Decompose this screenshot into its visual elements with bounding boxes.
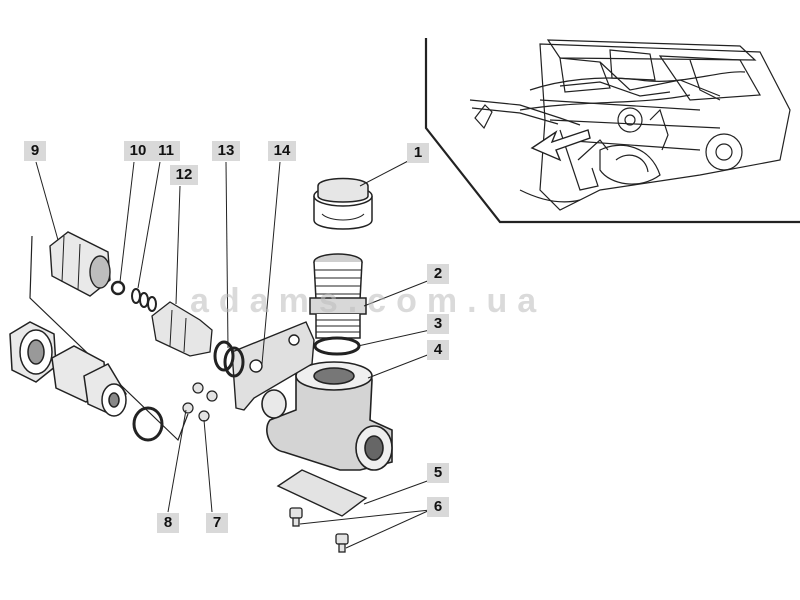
part-threaded-fitting [309,253,367,339]
rear-wheel [705,133,743,171]
callout-7: 7 [206,513,228,533]
part-valve-insert-12 [151,301,213,357]
part-o-rings-13 [213,340,245,378]
callout-2: 2 [427,264,449,284]
location-arrow [530,129,591,162]
part-bracket [231,321,315,411]
callout-9: 9 [24,141,46,161]
callout-14: 14 [268,141,296,161]
callout-13: 13 [212,141,240,161]
part-bolt-washer [182,382,218,422]
callout-4: 4 [427,340,449,360]
part-ring-10 [110,280,126,296]
part-seal-ring [313,336,361,356]
callout-1: 1 [407,143,429,163]
callout-12: 12 [170,165,198,185]
part-coupling-nut [49,231,111,297]
callout-5: 5 [427,463,449,483]
callout-11: 11 [152,141,180,161]
part-valve-body [261,361,393,471]
front-wheel [617,107,643,133]
watermark: adams.com.ua [190,282,547,320]
part-plate [276,469,368,517]
callout-10: 10 [124,141,152,161]
part-adapter [51,345,127,417]
part-union-nut [9,321,57,383]
inset-frame [424,38,800,224]
part-adapter-ring [132,406,164,442]
part-spring-11 [131,288,157,312]
callout-8: 8 [157,513,179,533]
callout-6: 6 [427,497,449,517]
part-cap [313,177,373,230]
part-screws [289,507,349,553]
combine-body [539,43,791,211]
leader-lines [35,159,431,549]
inset-panel [424,38,800,224]
callout-3: 3 [427,314,449,334]
